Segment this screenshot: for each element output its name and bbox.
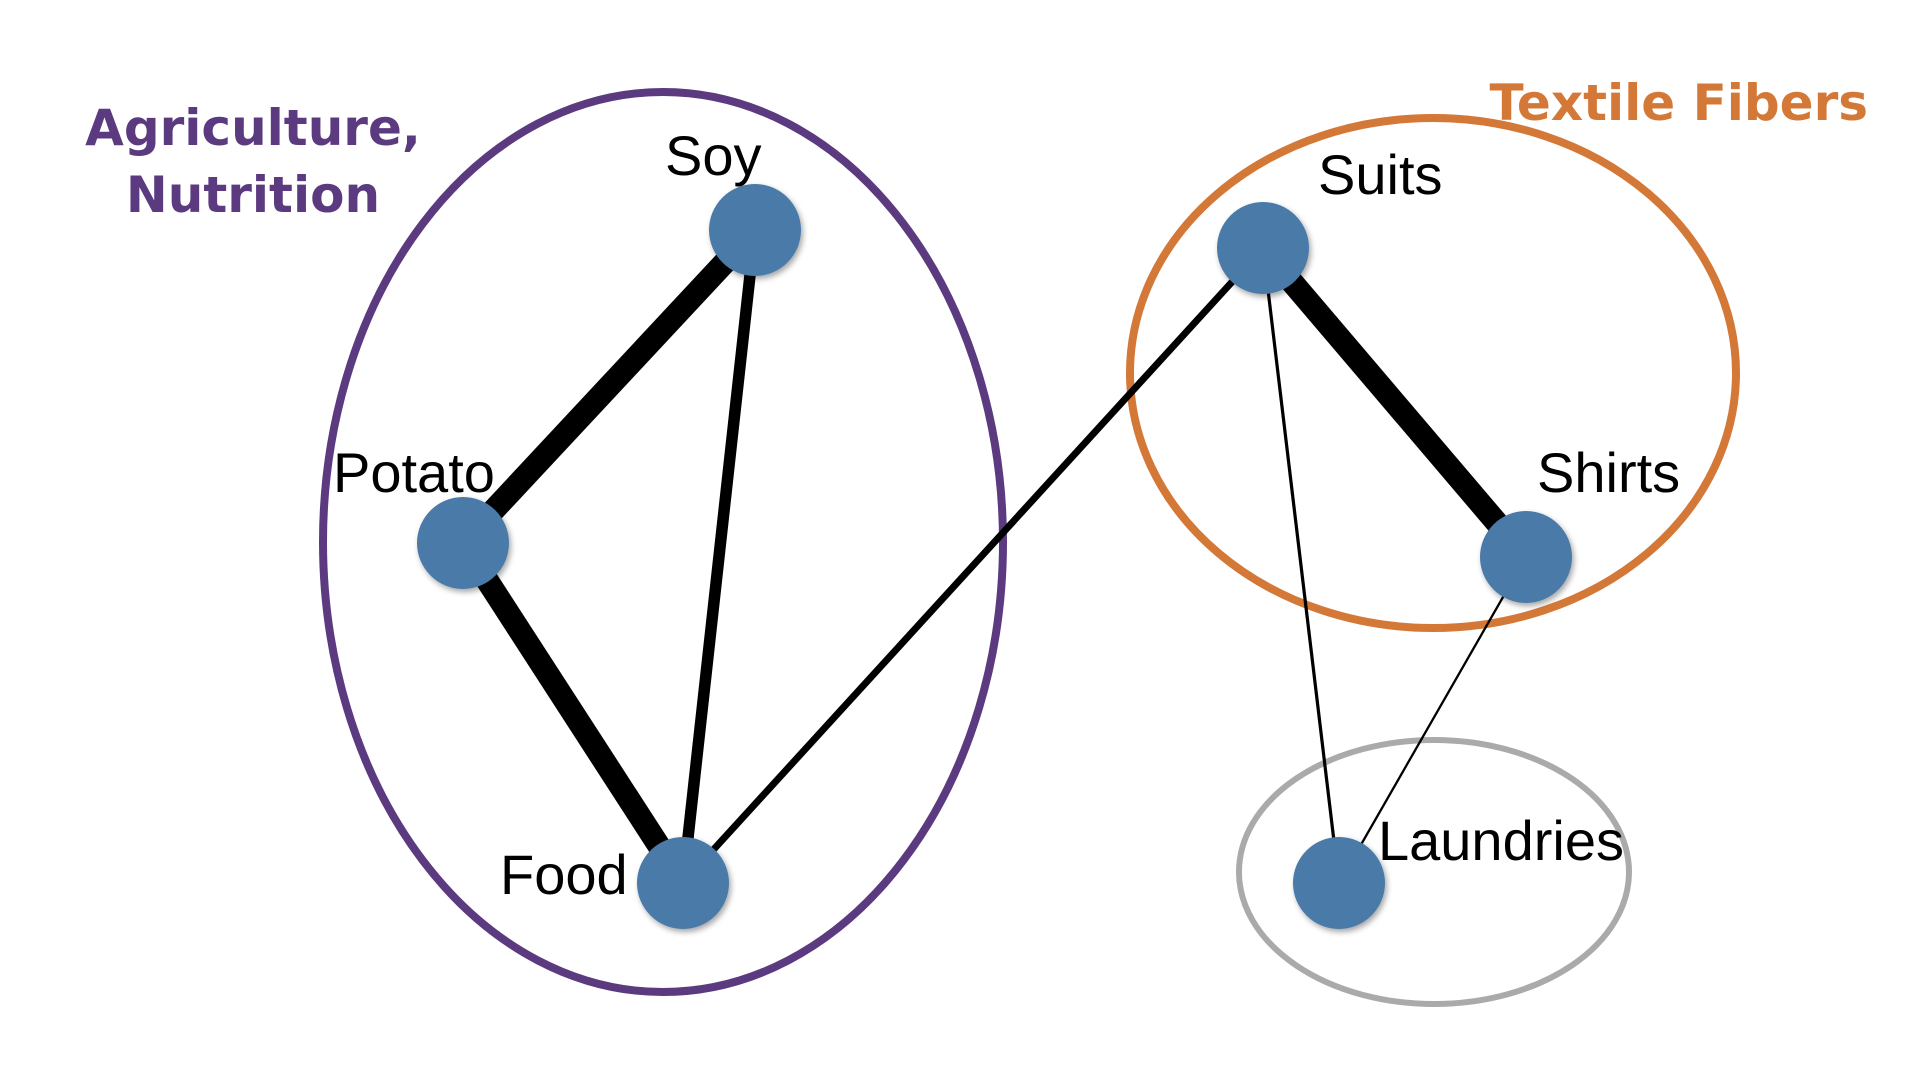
node-label-laundries: Laundries (1378, 809, 1624, 872)
node-laundries[interactable] (1293, 837, 1385, 929)
edge-shirts-laundries (1338, 556, 1527, 884)
node-food[interactable] (637, 837, 729, 929)
node-label-shirts: Shirts (1537, 441, 1680, 504)
group-label-textile: Textile Fibers (1489, 74, 1868, 132)
node-labels: Soy Potato Food Suits Shirts Laundries (333, 124, 1680, 906)
nodes (417, 184, 1572, 929)
node-label-suits: Suits (1318, 143, 1443, 206)
edge-soy-food (677, 229, 761, 884)
edges (453, 222, 1535, 890)
group-textile-ellipse (1126, 114, 1740, 632)
node-label-soy: Soy (665, 124, 762, 187)
edge-potato-food (453, 536, 693, 890)
node-shirts[interactable] (1480, 511, 1572, 603)
node-suits[interactable] (1217, 202, 1309, 294)
edge-soy-potato (454, 222, 764, 551)
group-labels: Agriculture, Nutrition Textile Fibers (85, 74, 1868, 224)
edge-food-suits (680, 245, 1266, 886)
group-agri-ellipse (319, 88, 1007, 996)
group-label-agri-line2: Nutrition (126, 166, 380, 224)
node-label-potato: Potato (333, 441, 495, 504)
node-potato[interactable] (417, 497, 509, 589)
node-soy[interactable] (709, 184, 801, 276)
node-label-food: Food (500, 843, 628, 906)
edge-suits-shirts (1254, 240, 1535, 565)
group-label-agri-line1: Agriculture, (85, 99, 421, 157)
edge-suits-laundries (1261, 247, 1341, 884)
group-enclosures (319, 88, 1740, 1007)
group-laundry-ellipse (1236, 737, 1632, 1007)
